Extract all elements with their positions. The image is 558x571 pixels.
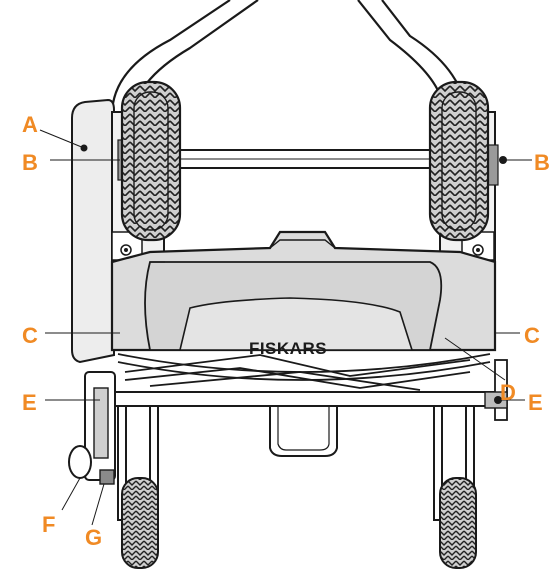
rear-wheel-left <box>120 80 182 242</box>
left-side-panel <box>71 98 115 364</box>
callout-c-right: C <box>524 323 540 348</box>
callout-b-left: B <box>22 150 38 175</box>
callout-labels: A B B C C D E E F G <box>22 112 550 550</box>
rear-wheel-right <box>428 80 490 242</box>
brand-logo: FISKARS <box>249 339 327 358</box>
reel-blades <box>117 353 491 391</box>
left-height-adjuster <box>68 371 116 485</box>
adjuster-knob-f <box>68 445 92 479</box>
callout-e-right: E <box>528 390 543 415</box>
callout-b-right: B <box>534 150 550 175</box>
callout-e-left: E <box>22 390 37 415</box>
front-wheel-left <box>121 477 159 569</box>
front-frame <box>109 391 501 457</box>
callout-g: G <box>85 525 102 550</box>
front-wheel-right <box>439 477 477 569</box>
adjuster-lock-g <box>99 469 115 485</box>
rear-axle <box>164 149 436 169</box>
callout-a: A <box>22 112 38 137</box>
leader-lines <box>39 129 532 526</box>
callout-c-left: C <box>22 323 38 348</box>
mower-body: FISKARS <box>110 230 497 358</box>
callout-d: D <box>500 380 516 405</box>
callout-f: F <box>42 512 55 537</box>
